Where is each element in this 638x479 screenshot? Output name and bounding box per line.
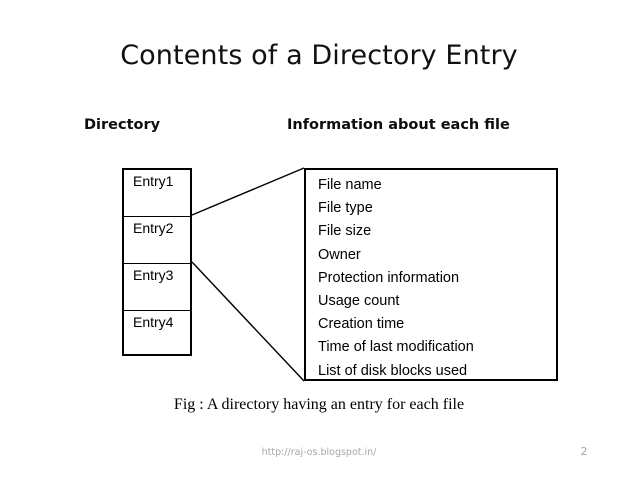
file-attributes-box: File name File type File size Owner Prot…	[304, 168, 558, 381]
page-title: Contents of a Directory Entry	[120, 40, 518, 71]
directory-entry-label: Entry1	[133, 173, 174, 189]
footer-page-number: 2	[580, 445, 588, 458]
file-attribute-item: File size	[318, 223, 372, 240]
directory-entry-label: Entry4	[133, 314, 174, 330]
footer-url: http://raj-os.blogspot.in/	[261, 447, 377, 458]
file-attribute-item: Creation time	[318, 316, 405, 333]
figure-caption: Fig : A directory having an entry for ea…	[173, 396, 465, 413]
connector-line-lower	[191, 261, 305, 382]
file-attribute-item: File name	[318, 177, 382, 193]
directory-entry-row: Entry2	[124, 217, 190, 264]
heading-information-about-each-file: Information about each file	[287, 117, 510, 133]
file-attributes-list: File name File type File size Owner Prot…	[306, 170, 556, 383]
file-attribute-item: File type	[318, 200, 373, 217]
directory-entry-row: Entry3	[124, 264, 190, 311]
directory-entry-table: Entry1 Entry2 Entry3 Entry4	[122, 168, 192, 356]
heading-directory: Directory	[84, 117, 161, 133]
directory-entry-label: Entry3	[133, 267, 174, 283]
directory-entry-row: Entry1	[124, 170, 190, 217]
file-attribute-item: List of disk blocks used	[318, 362, 468, 379]
file-attribute-item: Time of last modification	[318, 339, 474, 356]
file-attribute-item: Protection information	[318, 269, 460, 286]
file-attribute-item: Usage count	[318, 293, 400, 310]
connector-line-upper	[191, 167, 305, 216]
directory-entry-row: Entry4	[124, 311, 190, 358]
file-attribute-item: Owner	[318, 246, 361, 263]
directory-entry-label: Entry2	[133, 220, 174, 236]
